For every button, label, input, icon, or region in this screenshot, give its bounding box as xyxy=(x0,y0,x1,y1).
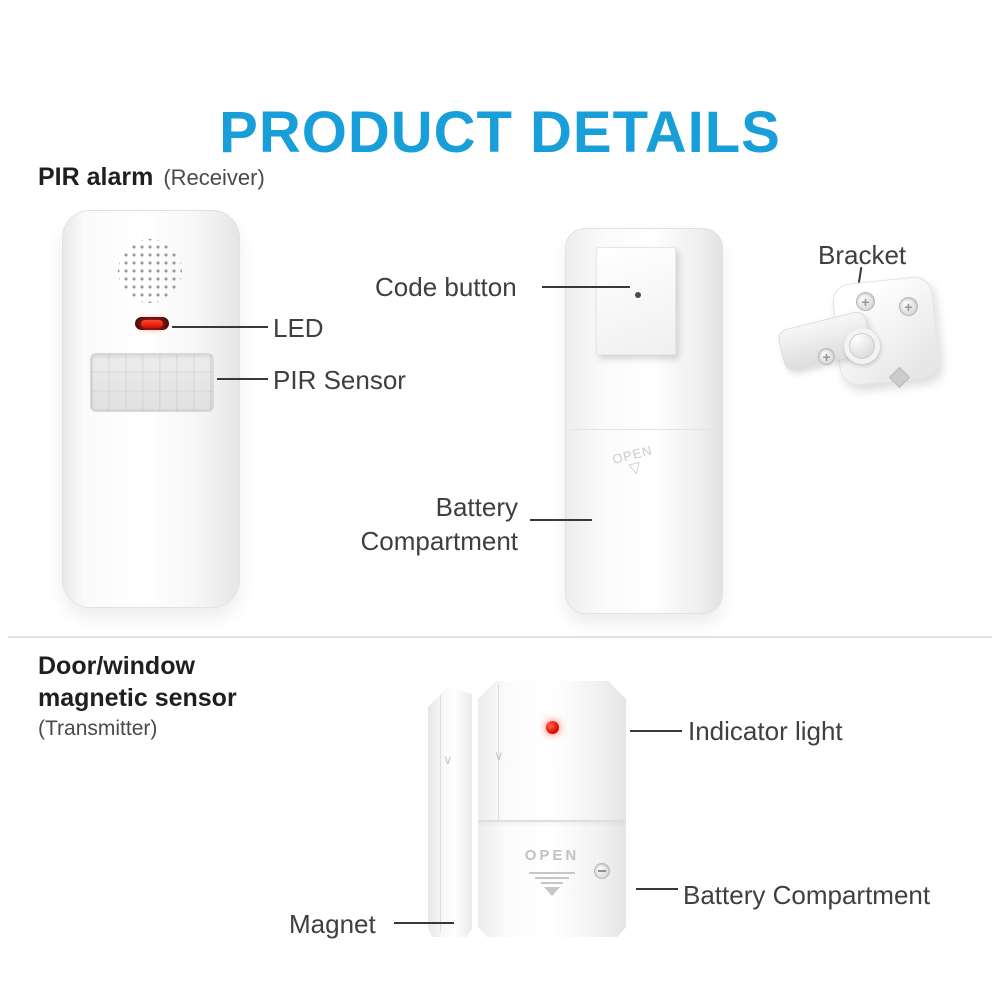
door-battery-callout-line xyxy=(636,888,678,890)
pir-sensor-window xyxy=(90,353,214,412)
battery-compartment-callout-label: Battery Compartment xyxy=(328,490,519,558)
door-section-heading: Door/window magnetic sensor xyxy=(38,650,237,714)
magnet-callout-label: Magnet xyxy=(289,909,376,939)
bracket-callout-label: Bracket xyxy=(818,240,907,270)
screw-icon: + xyxy=(899,297,918,316)
section-divider xyxy=(8,636,992,638)
magnet-callout-line xyxy=(394,922,454,924)
speaker-grille xyxy=(118,239,182,303)
notch-icon: ∨ xyxy=(443,752,453,767)
battery-label-line1: Battery xyxy=(435,492,518,522)
open-marking: OPEN ▽ xyxy=(603,441,664,483)
code-button xyxy=(635,292,641,298)
open-arrow-icon xyxy=(512,869,592,896)
indicator-light-callout-label: Indicator light xyxy=(688,716,843,746)
magnet-seam xyxy=(440,691,441,931)
pir-alarm-front-image xyxy=(62,210,240,608)
led-callout-line xyxy=(172,326,268,328)
battery-compartment-callout-line xyxy=(530,519,592,521)
door-heading-line2: magnetic sensor xyxy=(38,684,237,712)
indicator-led xyxy=(546,721,559,734)
door-subheading-text: (Transmitter) xyxy=(38,717,158,740)
pir-section-heading: PIR alarm (Receiver) xyxy=(38,163,265,192)
door-heading-line1: Door/window xyxy=(38,652,195,680)
pir-subheading-text: (Receiver) xyxy=(163,165,265,190)
code-button-callout-label: Code button xyxy=(375,272,517,302)
screw-icon: + xyxy=(818,348,835,365)
led-callout-label: LED xyxy=(273,313,324,343)
notch-icon: ∨ xyxy=(494,748,504,763)
page-title: PRODUCT DETAILS xyxy=(219,99,781,165)
battery-label-line2: Compartment xyxy=(360,526,519,556)
battery-cover-seam xyxy=(570,429,718,430)
screw-icon xyxy=(594,863,610,879)
bracket-ball-joint xyxy=(844,328,880,364)
battery-cover-seam xyxy=(478,820,626,822)
sensor-seam xyxy=(498,684,499,820)
indicator-light-callout-line xyxy=(630,730,682,732)
code-button-panel xyxy=(596,247,676,355)
pir-sensor-callout-label: PIR Sensor xyxy=(273,365,406,395)
open-arrow-icon: ▽ xyxy=(627,458,644,479)
screw-icon: + xyxy=(856,292,875,311)
bracket-image: + + + xyxy=(776,272,942,412)
screw-slot xyxy=(598,870,606,872)
led-indicator xyxy=(135,317,169,330)
door-battery-callout-label: Battery Compartment xyxy=(683,880,931,910)
door-sensor-image: ∨ OPEN xyxy=(478,681,626,937)
magnet-image: ∨ xyxy=(428,687,472,937)
led-lens xyxy=(141,319,163,328)
pir-heading-text: PIR alarm xyxy=(38,163,154,191)
pir-sensor-callout-line xyxy=(217,378,268,380)
code-button-callout-line xyxy=(542,286,630,288)
open-label: OPEN xyxy=(524,847,580,864)
